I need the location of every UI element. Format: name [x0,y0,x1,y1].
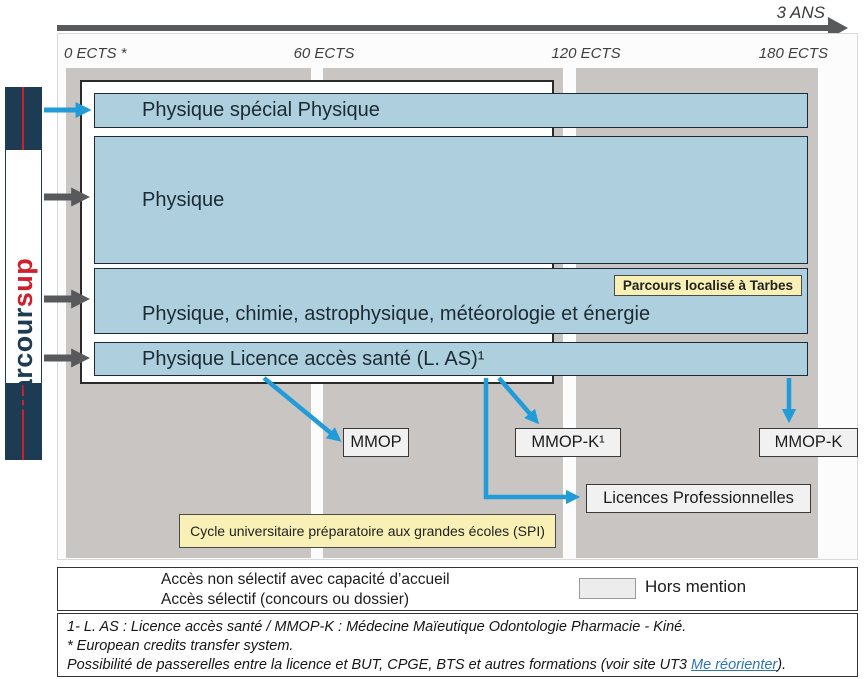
licence-label: Physique, chimie, astrophysique, météoro… [142,303,651,325]
outcome-box-mmop: MMOP [343,428,409,457]
logo-top-block [5,87,42,150]
timeline-duration-label: 3 ANS [776,3,825,22]
licence-box-physique-special: Physique spécial Physique [94,93,808,128]
diagram-frame: 0 ECTS * 60 ECTS 120 ECTS 180 ECTS Physi… [57,33,858,560]
logo-text-main: parcour [8,307,38,412]
legend-nonselective-label: Accès non sélectif avec capacité d’accue… [161,571,450,588]
ects-label-0: 0 ECTS * [64,45,127,62]
ects-label-60: 60 ECTS [293,45,355,62]
outcome-box-licences-pro: Licences Professionnelles [586,484,811,513]
tarbes-note-badge: Parcours localisé à Tarbes [613,275,802,296]
timeline-arrow-bar [57,25,830,31]
licence-label: Physique spécial Physique [142,99,380,121]
licence-box-physique-chimie: Physique, chimie, astrophysique, météoro… [94,268,808,334]
licence-label: Physique [142,188,225,211]
logo-text-accent: sup [8,257,38,308]
logo-red-line [22,87,24,150]
footnotes-box: 1- L. AS : Licence accès santé / MMOP-K … [57,613,858,677]
me-reorienter-link[interactable]: Me réorienter [691,657,778,673]
ects-label-180: 180 ECTS [758,45,828,62]
footnote-line-2: * European credits transfer system. [67,638,294,654]
logo-red-line [22,383,24,460]
outcome-box-mmop-k1: MMOP-K¹ [515,428,621,457]
legend-selective-label: Accès sélectif (concours ou dossier) [161,591,410,608]
legend-box: Accès non sélectif avec capacité d’accue… [57,567,858,611]
legend-hors-mention-label: Hors mention [645,577,747,596]
footnote-line-1: 1- L. AS : Licence accès santé / MMOP-K … [67,619,687,635]
footnote-line-3: Possibilité de passerelles entre la lice… [67,656,848,675]
ects-label-120: 120 ECTS [551,45,621,62]
footnote-line-3-suffix: ). [777,657,787,673]
licence-label: Physique Licence accès santé (L. AS)¹ [142,347,485,370]
logo-bottom-block [5,383,42,460]
legend-hors-mention-swatch [579,578,636,599]
outcome-box-mmop-k: MMOP-K [759,428,858,457]
cycle-spi-badge: Cycle universitaire préparatoire aux gra… [179,514,556,548]
licence-box-physique: Physique [94,136,808,264]
logo-text-panel [5,150,42,383]
licence-box-acces-sante: Physique Licence accès santé (L. AS)¹ [94,342,808,376]
footnote-line-3-text: Possibilité de passerelles entre la lice… [67,657,692,673]
